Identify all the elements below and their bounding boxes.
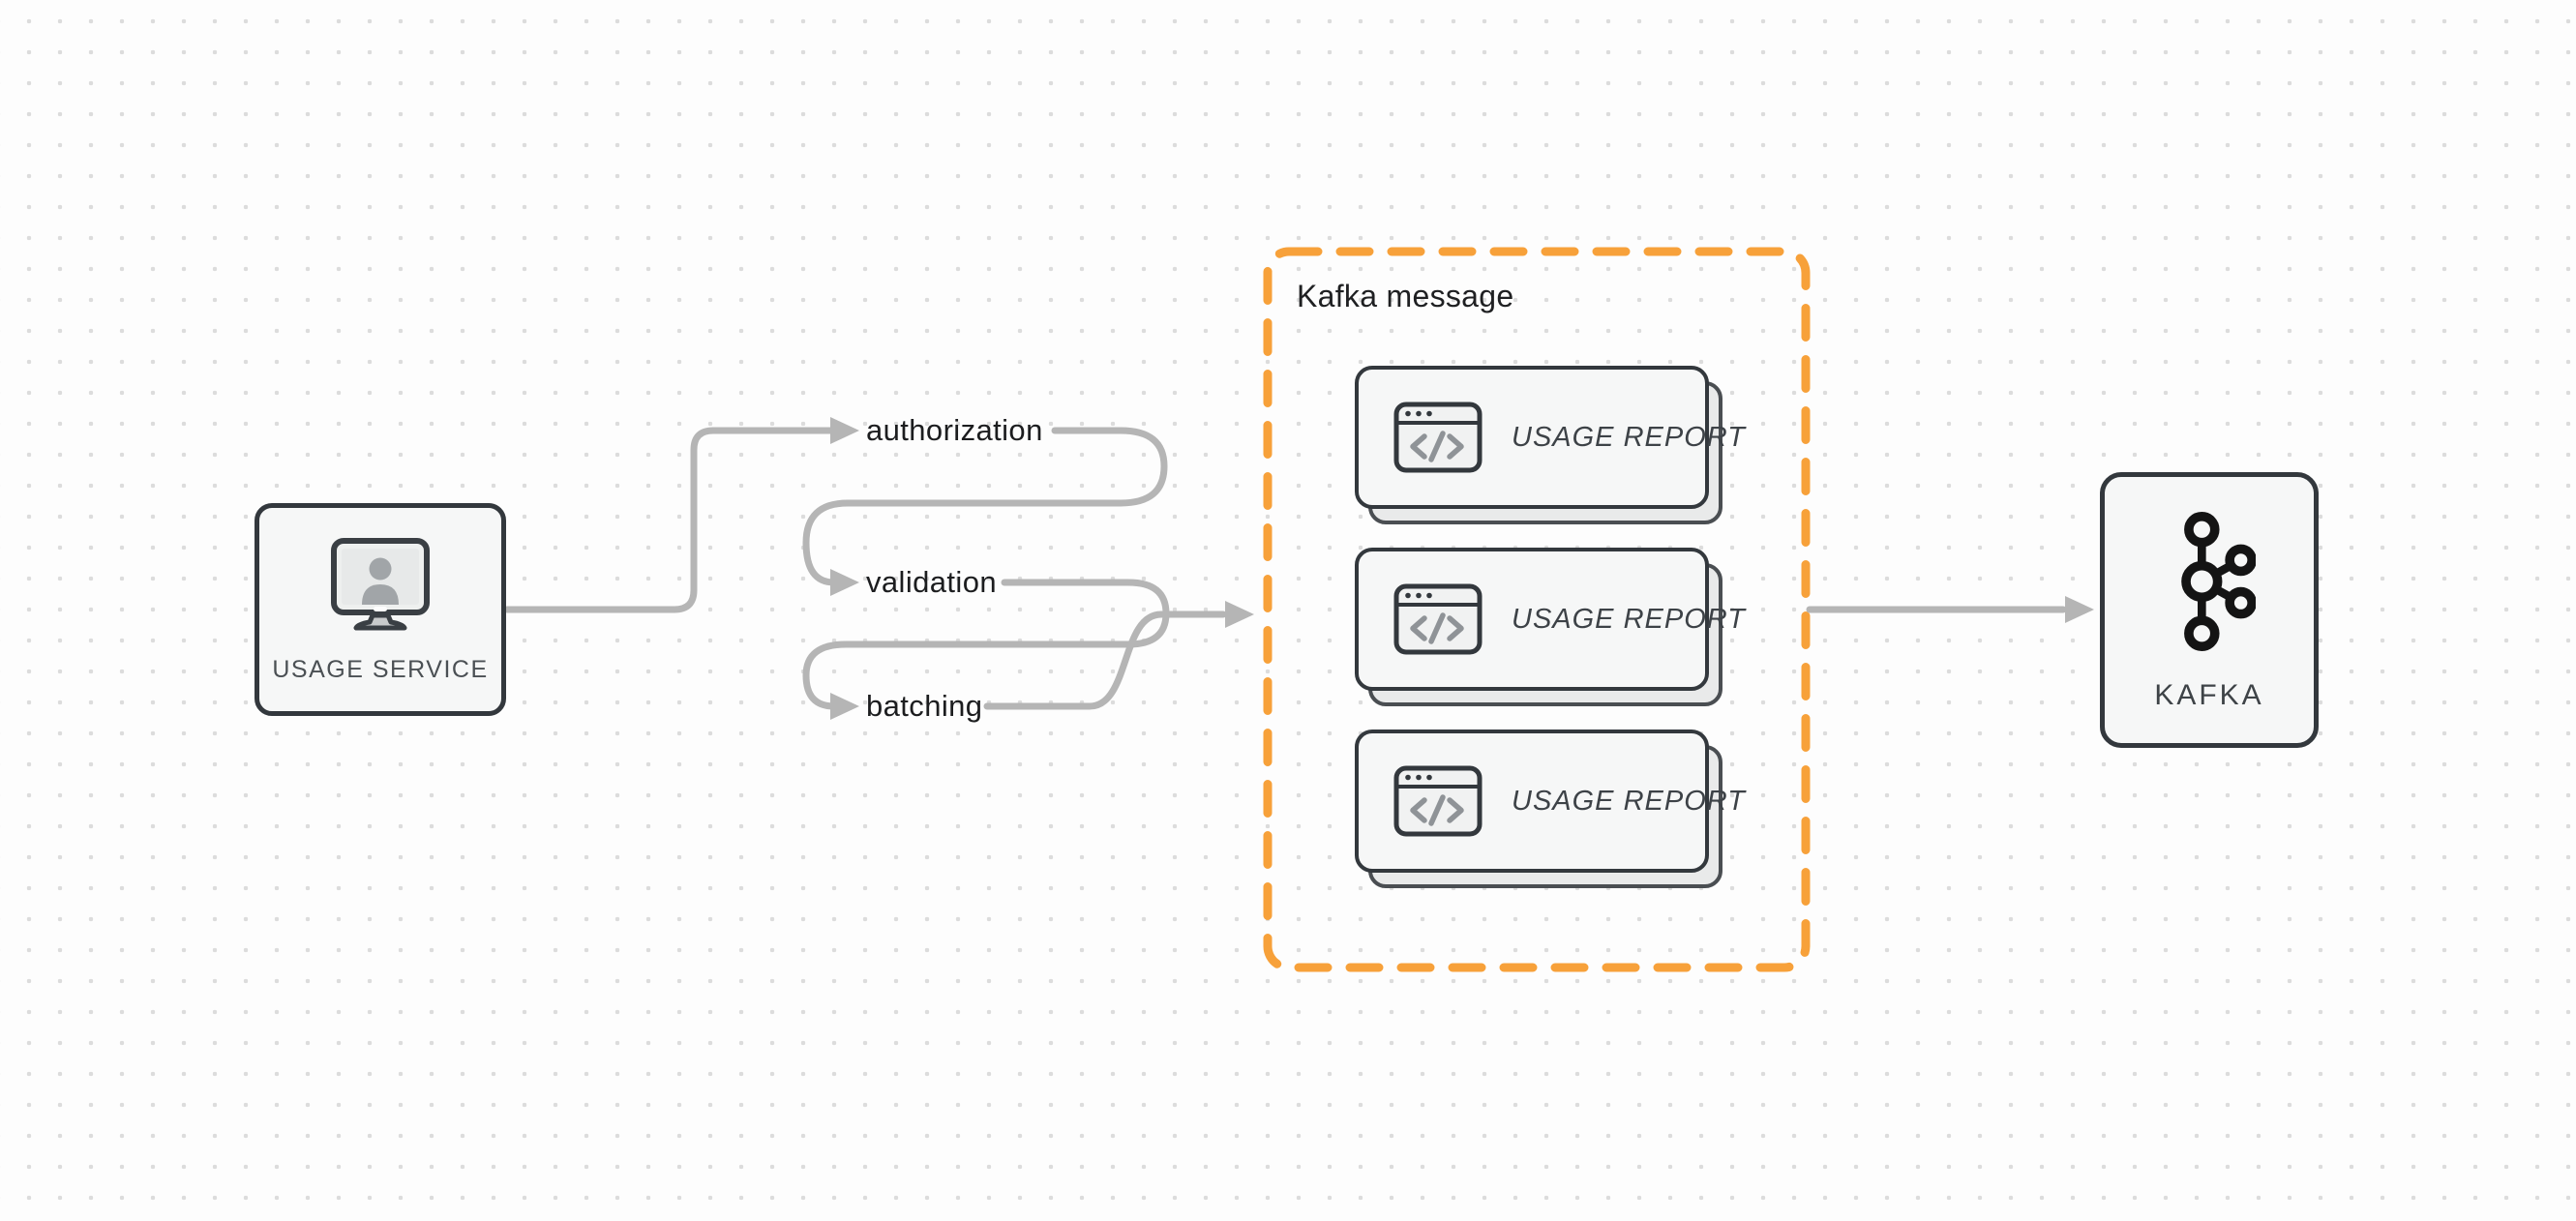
kafka-label: KAFKA <box>2154 678 2264 711</box>
step-batching: batching <box>866 689 983 723</box>
step-authorization: authorization <box>866 413 1043 447</box>
card-front: USAGE REPORT <box>1355 366 1745 509</box>
kafka-logo-icon <box>2181 511 2256 651</box>
arrowhead-authorization <box>830 417 859 444</box>
code-window-icon <box>1393 583 1483 655</box>
usage-report-card: USAGE REPORT <box>1355 730 1745 888</box>
usage-report-label: USAGE REPORT <box>1512 603 1746 635</box>
kafka-message-group-title: Kafka message <box>1297 279 1514 313</box>
card-front: USAGE REPORT <box>1355 730 1745 873</box>
node-kafka: KAFKA <box>2100 472 2319 748</box>
arrowhead-batching <box>830 693 859 720</box>
kafka-message-group-border <box>1263 247 1811 972</box>
code-window-icon <box>1393 402 1483 473</box>
monitor-user-icon <box>331 537 430 630</box>
connector-usage-to-authorization <box>503 427 834 613</box>
node-usage-service: USAGE SERVICE <box>255 503 506 716</box>
card-front: USAGE REPORT <box>1355 548 1745 691</box>
connector-batching-to-group <box>983 610 1227 710</box>
usage-service-label: USAGE SERVICE <box>272 655 489 683</box>
arrowhead-validation <box>830 569 859 596</box>
arrowhead-group <box>1225 601 1254 628</box>
usage-report-card: USAGE REPORT <box>1355 366 1745 524</box>
connector-authorization-to-validation <box>802 427 1168 586</box>
usage-report-label: USAGE REPORT <box>1512 785 1746 817</box>
arrowhead-kafka <box>2065 596 2094 623</box>
usage-report-card: USAGE REPORT <box>1355 548 1745 706</box>
step-validation: validation <box>866 565 997 599</box>
code-window-icon <box>1393 765 1483 837</box>
usage-report-label: USAGE REPORT <box>1512 421 1746 453</box>
